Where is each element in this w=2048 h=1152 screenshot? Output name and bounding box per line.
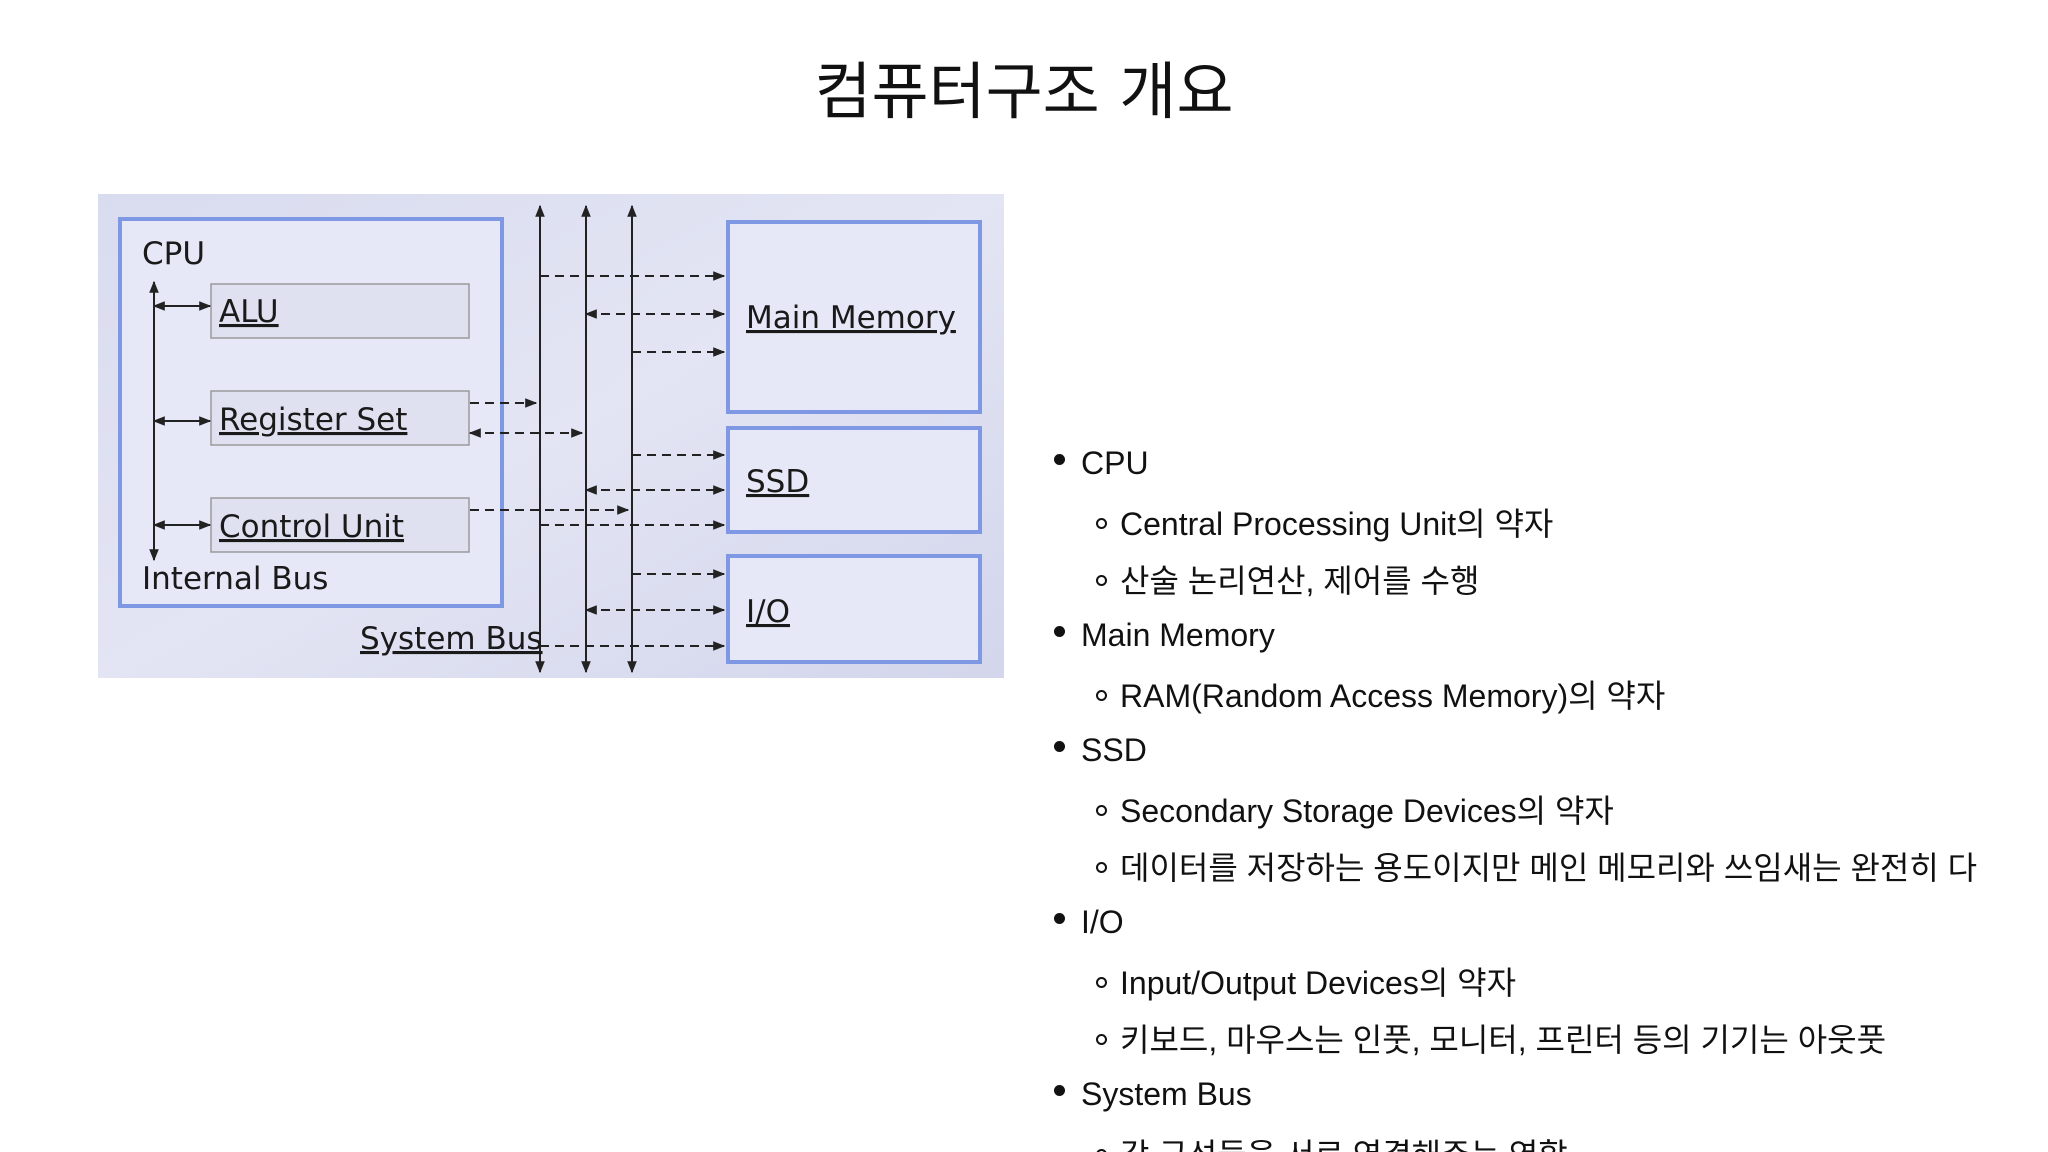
- sub-bullet-ring-icon: [1096, 690, 1107, 701]
- internal-bus-label: Internal Bus: [142, 561, 328, 597]
- sub-bullet-text: Central Processing Unit의 약자: [1120, 506, 1554, 542]
- control-unit-box: [210, 497, 470, 553]
- io-box: [726, 554, 982, 664]
- bullet-dot-icon: [1054, 626, 1065, 637]
- register-set-box: [210, 390, 470, 446]
- sub-bullet: 키보드, 마우스는 인풋, 모니터, 프린터 등의 기기는 아웃풋: [1054, 1014, 2048, 1071]
- sub-bullet: Central Processing Unit의 약자: [1054, 498, 2048, 555]
- main-memory-label: Main Memory: [746, 300, 956, 336]
- cpu-label: CPU: [142, 236, 205, 272]
- sub-bullet: RAM(Random Access Memory)의 약자: [1054, 670, 2048, 727]
- slide-title: 컴퓨터구조 개요: [814, 55, 1234, 128]
- bullet-dot-icon: [1054, 454, 1065, 465]
- control-unit-label: Control Unit: [219, 509, 404, 545]
- sub-bullet: Secondary Storage Devices의 약자: [1054, 785, 2048, 842]
- computer-architecture-diagram: CPU ALU Register Set Control Unit Intern…: [98, 194, 1004, 678]
- system-bus-label: System Bus: [360, 621, 543, 657]
- alu-box: [210, 283, 470, 339]
- bullet-io: I/O: [1054, 899, 2048, 957]
- bullet-label: System Bus: [1081, 1076, 1252, 1112]
- main-memory-box: [726, 220, 982, 414]
- bullet-ssd: SSD: [1054, 727, 2048, 785]
- sub-bullet-ring-icon: [1096, 575, 1107, 586]
- sub-bullet-ring-icon: [1096, 518, 1107, 529]
- sub-bullet-text: 키보드, 마우스는 인풋, 모니터, 프린터 등의 기기는 아웃풋: [1120, 1022, 1887, 1058]
- sub-bullet-text: RAM(Random Access Memory)의 약자: [1120, 678, 1666, 714]
- sub-bullet-ring-icon: [1096, 977, 1107, 988]
- sub-bullet-ring-icon: [1096, 862, 1107, 873]
- bullet-label: I/O: [1081, 904, 1124, 940]
- sub-bullet-text: 각 구성들을 서로 연결해주는 역할: [1120, 1137, 1568, 1152]
- ssd-label: SSD: [746, 464, 809, 500]
- bullet-system-bus: System Bus: [1054, 1071, 2048, 1129]
- bullet-label: CPU: [1081, 445, 1149, 481]
- ssd-box: [726, 426, 982, 534]
- sub-bullet: 데이터를 저장하는 용도이지만 메인 메모리와 쓰임새는 완전히 다: [1054, 842, 2048, 899]
- bullet-dot-icon: [1054, 1085, 1065, 1096]
- sub-bullet-ring-icon: [1096, 805, 1107, 816]
- sub-bullet-ring-icon: [1096, 1034, 1107, 1045]
- sub-bullet: 각 구성들을 서로 연결해주는 역할: [1054, 1129, 2048, 1152]
- sub-bullet-text: Input/Output Devices의 약자: [1120, 965, 1517, 1001]
- bullet-label: Main Memory: [1081, 617, 1275, 653]
- bullet-cpu: CPU: [1054, 440, 2048, 498]
- bullet-dot-icon: [1054, 741, 1065, 752]
- sub-bullet-text: Secondary Storage Devices의 약자: [1120, 793, 1614, 829]
- bullet-main-memory: Main Memory: [1054, 612, 2048, 670]
- bullet-label: SSD: [1081, 732, 1147, 768]
- io-label: I/O: [746, 594, 790, 630]
- register-set-label: Register Set: [219, 402, 407, 438]
- sub-bullet-ring-icon: [1096, 1149, 1107, 1152]
- sub-bullet-text: 산술 논리연산, 제어를 수행: [1120, 563, 1480, 599]
- bullet-dot-icon: [1054, 913, 1065, 924]
- bullet-list: CPU Central Processing Unit의 약자 산술 논리연산,…: [1054, 440, 2048, 1152]
- sub-bullet-text: 데이터를 저장하는 용도이지만 메인 메모리와 쓰임새는 완전히 다: [1120, 850, 1978, 886]
- sub-bullet: 산술 논리연산, 제어를 수행: [1054, 555, 2048, 612]
- sub-bullet: Input/Output Devices의 약자: [1054, 957, 2048, 1014]
- alu-label: ALU: [219, 294, 279, 330]
